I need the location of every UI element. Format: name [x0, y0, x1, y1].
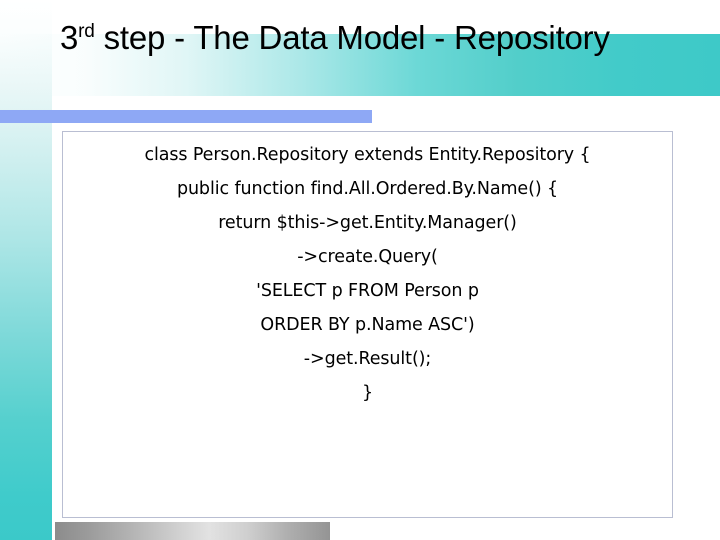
slide-title: 3rd step - The Data Model - Repository: [60, 18, 680, 58]
code-block: class Person.Repository extends Entity.R…: [62, 131, 673, 518]
title-accent-bar: [0, 110, 372, 123]
code-line: 'SELECT p FROM Person p: [256, 281, 479, 301]
code-line: ORDER BY p.Name ASC'): [260, 315, 475, 335]
code-line: ->create.Query(: [297, 247, 438, 267]
code-line: class Person.Repository extends Entity.R…: [144, 145, 591, 165]
title-teal-band: [0, 34, 720, 96]
code-line: public function find.All.Ordered.By.Name…: [176, 179, 559, 199]
code-line: return $this->get.Entity.Manager(): [218, 213, 517, 233]
title-ordinal-suffix: rd: [78, 21, 95, 42]
title-number: 3: [60, 19, 79, 56]
code-line: ->get.Result();: [303, 349, 432, 369]
footer-gray-bar: [55, 522, 330, 540]
code-line: }: [361, 383, 374, 403]
title-rest: step - The Data Model - Repository: [94, 19, 610, 56]
